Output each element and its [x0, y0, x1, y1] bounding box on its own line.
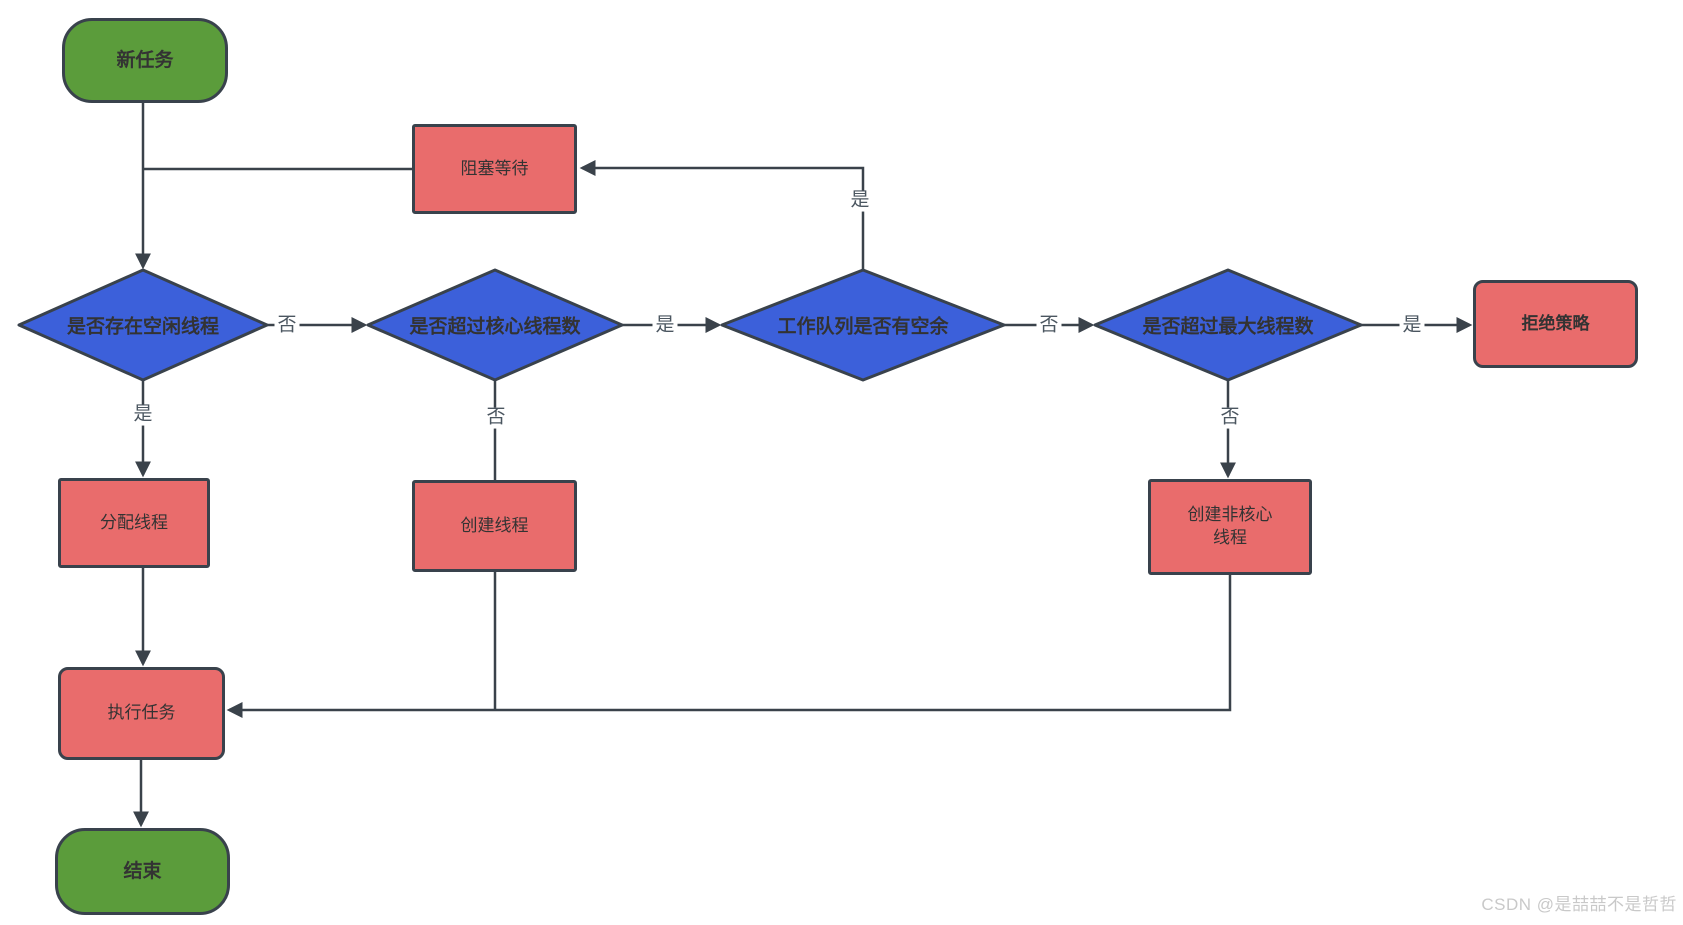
edge-label-no-create: 否 [483, 407, 509, 429]
edge-label-yes-assign: 是 [130, 404, 156, 426]
edge-noncore-to-execute [226, 575, 1232, 719]
node-assign-thread: 分配线程 [58, 478, 210, 568]
edge-label-yes-reject: 是 [1399, 315, 1425, 337]
decision-has-idle-thread-label: 是否存在空闲线程 [66, 316, 220, 338]
decision-exceeds-max [1093, 268, 1363, 382]
edge-queue-yes-to-blockwait [579, 159, 865, 270]
edge-label-yes-core: 是 [652, 315, 678, 337]
edge-label-no-noncore: 否 [1217, 407, 1243, 429]
decision-exceeds-core [366, 268, 624, 382]
node-start: 新任务 [62, 18, 228, 103]
decision-queue-has-space [720, 268, 1006, 382]
csdn-watermark: CSDN @是喆喆不是哲哲 [1481, 895, 1677, 914]
decision-queue-has-space-label: 工作队列是否有空余 [777, 316, 949, 338]
edge-label-no-queue: 否 [1036, 315, 1062, 337]
decision-has-idle-thread [17, 268, 269, 382]
node-execute-task-label: 执行任务 [107, 703, 176, 723]
node-end-label: 结束 [123, 860, 162, 882]
node-create-thread: 创建线程 [412, 480, 577, 572]
node-block-wait-label: 阻塞等待 [460, 158, 529, 178]
node-reject-policy-label: 拒绝策略 [1521, 313, 1590, 333]
node-assign-thread-label: 分配线程 [100, 512, 168, 532]
node-end: 结束 [55, 828, 230, 915]
node-block-wait: 阻塞等待 [412, 124, 577, 214]
edge-label-no-idle: 否 [274, 315, 300, 337]
decision-exceeds-max-label: 是否超过最大线程数 [1142, 316, 1314, 338]
decision-exceeds-core-label: 是否超过核心线程数 [409, 316, 581, 338]
node-execute-task: 执行任务 [58, 667, 225, 760]
node-create-thread-label: 创建线程 [460, 515, 529, 535]
node-create-noncore-thread-label: 创建非核心线程 [1187, 505, 1273, 547]
node-reject-policy: 拒绝策略 [1473, 280, 1638, 368]
edge-label-yes-queue-loop: 是 [847, 190, 873, 212]
node-start-label: 新任务 [116, 49, 174, 71]
node-create-noncore-thread: 创建非核心线程 [1148, 479, 1312, 575]
